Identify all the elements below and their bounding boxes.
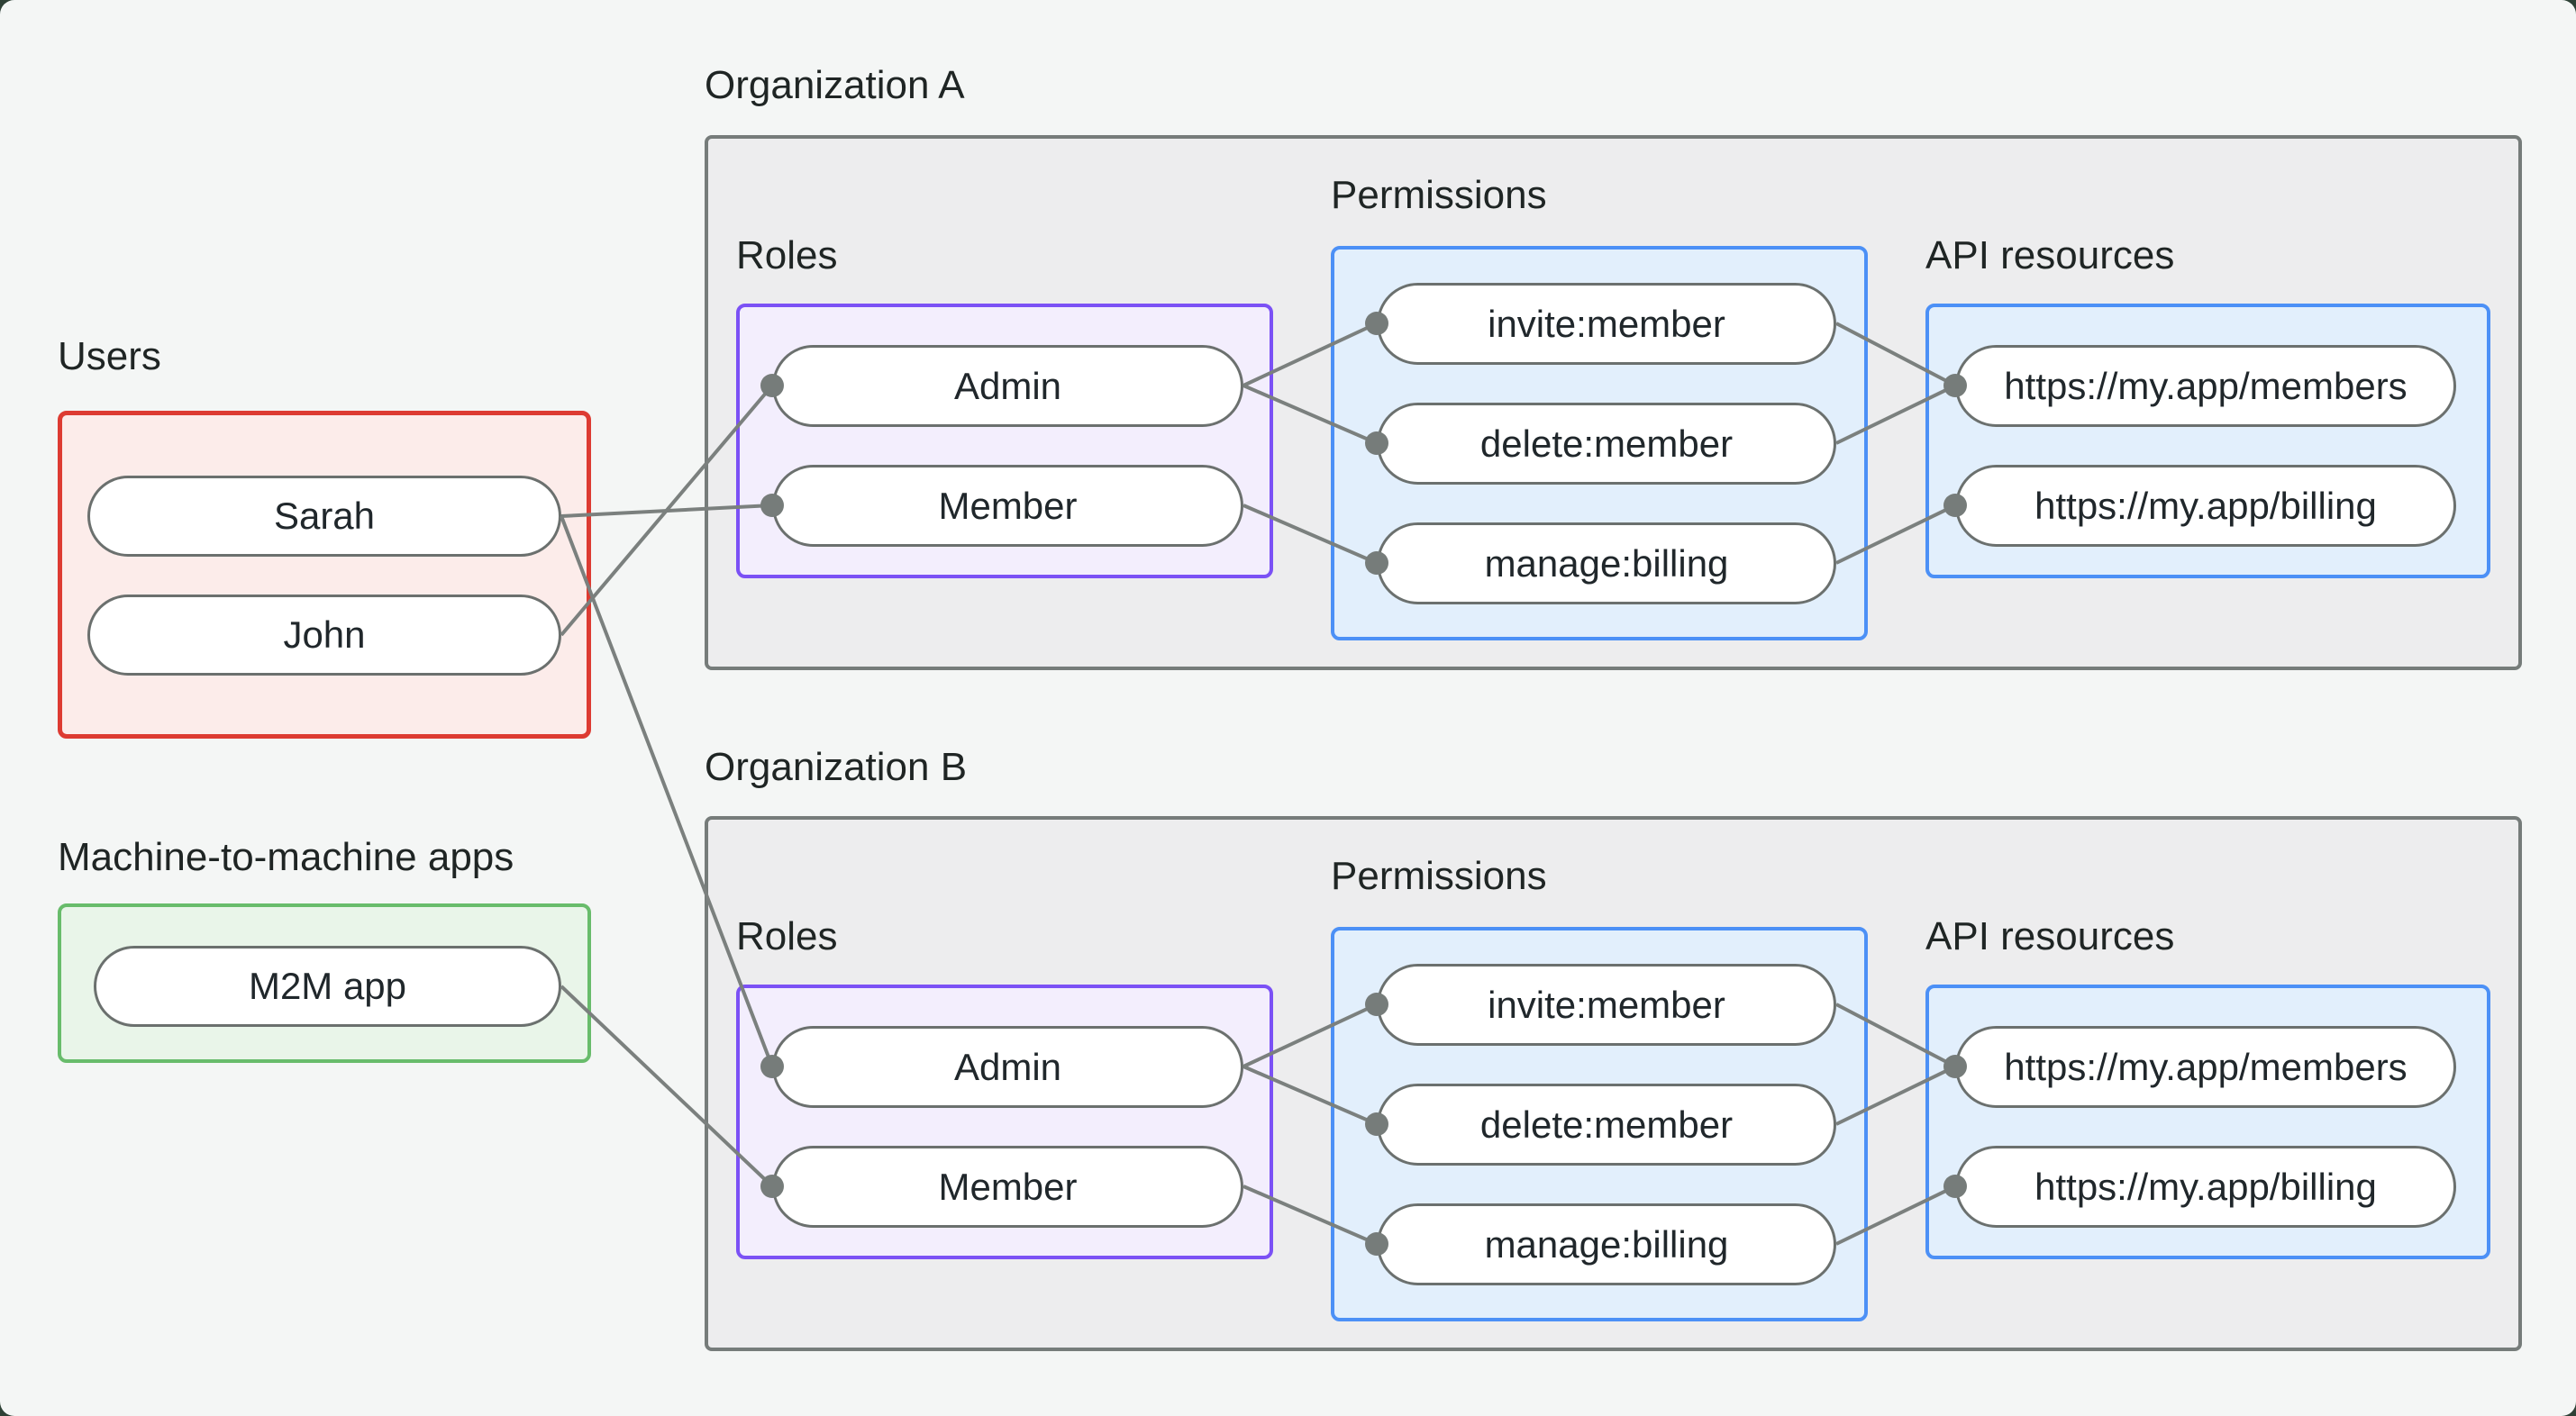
org-b-title: Organization B — [705, 745, 968, 789]
org-b-api-members-pill: https://my.app/members — [1955, 1026, 2456, 1108]
org-b-role-admin-pill: Admin — [772, 1026, 1243, 1108]
org-b-api-members-label: https://my.app/members — [2004, 1045, 2408, 1088]
user-sarah-pill: Sarah — [87, 476, 561, 557]
org-b-api-billing-pill: https://my.app/billing — [1955, 1146, 2456, 1228]
org-a-api-members-label: https://my.app/members — [2004, 364, 2408, 407]
org-a-roles-label: Roles — [736, 233, 838, 277]
org-a-api-billing-label: https://my.app/billing — [2034, 484, 2377, 527]
org-b-permission-invite-pill: invite:member — [1377, 964, 1836, 1046]
user-john-label: John — [283, 613, 366, 656]
org-a-role-member-pill: Member — [772, 465, 1243, 547]
org-a-api-label: API resources — [1925, 233, 2175, 277]
org-a-permission-delete-label: delete:member — [1479, 422, 1734, 465]
org-b-permission-delete-label: delete:member — [1479, 1103, 1734, 1146]
org-b-role-member-label: Member — [938, 1165, 1078, 1208]
org-a-role-admin-label: Admin — [953, 364, 1062, 407]
org-b-roles-label: Roles — [736, 914, 838, 958]
org-b-permission-billing-pill: manage:billing — [1377, 1203, 1836, 1285]
org-a-api-billing-pill: https://my.app/billing — [1955, 465, 2456, 547]
m2m-app-label: M2M app — [248, 965, 407, 1007]
org-a-permission-billing-pill: manage:billing — [1377, 522, 1836, 604]
org-b-role-admin-label: Admin — [953, 1045, 1062, 1088]
org-a-permission-billing-label: manage:billing — [1484, 541, 1729, 585]
org-b-role-member-pill: Member — [772, 1146, 1243, 1228]
m2m-section-label: Machine-to-machine apps — [58, 835, 514, 879]
org-a-title: Organization A — [705, 63, 965, 107]
users-group-box — [58, 411, 591, 739]
org-a-role-admin-pill: Admin — [772, 345, 1243, 427]
org-b-permission-invite-label: invite:member — [1488, 983, 1725, 1026]
org-b-permission-billing-label: manage:billing — [1484, 1222, 1729, 1266]
user-sarah-label: Sarah — [273, 495, 376, 537]
org-b-api-label: API resources — [1925, 914, 2175, 958]
org-a-role-member-label: Member — [938, 484, 1078, 527]
org-b-permission-delete-pill: delete:member — [1377, 1084, 1836, 1166]
org-b-permissions-label: Permissions — [1331, 854, 1547, 898]
org-a-permission-invite-pill: invite:member — [1377, 283, 1836, 365]
user-john-pill: John — [87, 595, 561, 676]
users-section-label: Users — [58, 334, 161, 378]
org-a-api-members-pill: https://my.app/members — [1955, 345, 2456, 427]
org-a-permissions-label: Permissions — [1331, 173, 1547, 217]
org-a-permission-delete-pill: delete:member — [1377, 403, 1836, 485]
m2m-app-pill: M2M app — [94, 946, 561, 1027]
org-a-permission-invite-label: invite:member — [1488, 302, 1725, 345]
org-b-api-billing-label: https://my.app/billing — [2034, 1165, 2377, 1208]
